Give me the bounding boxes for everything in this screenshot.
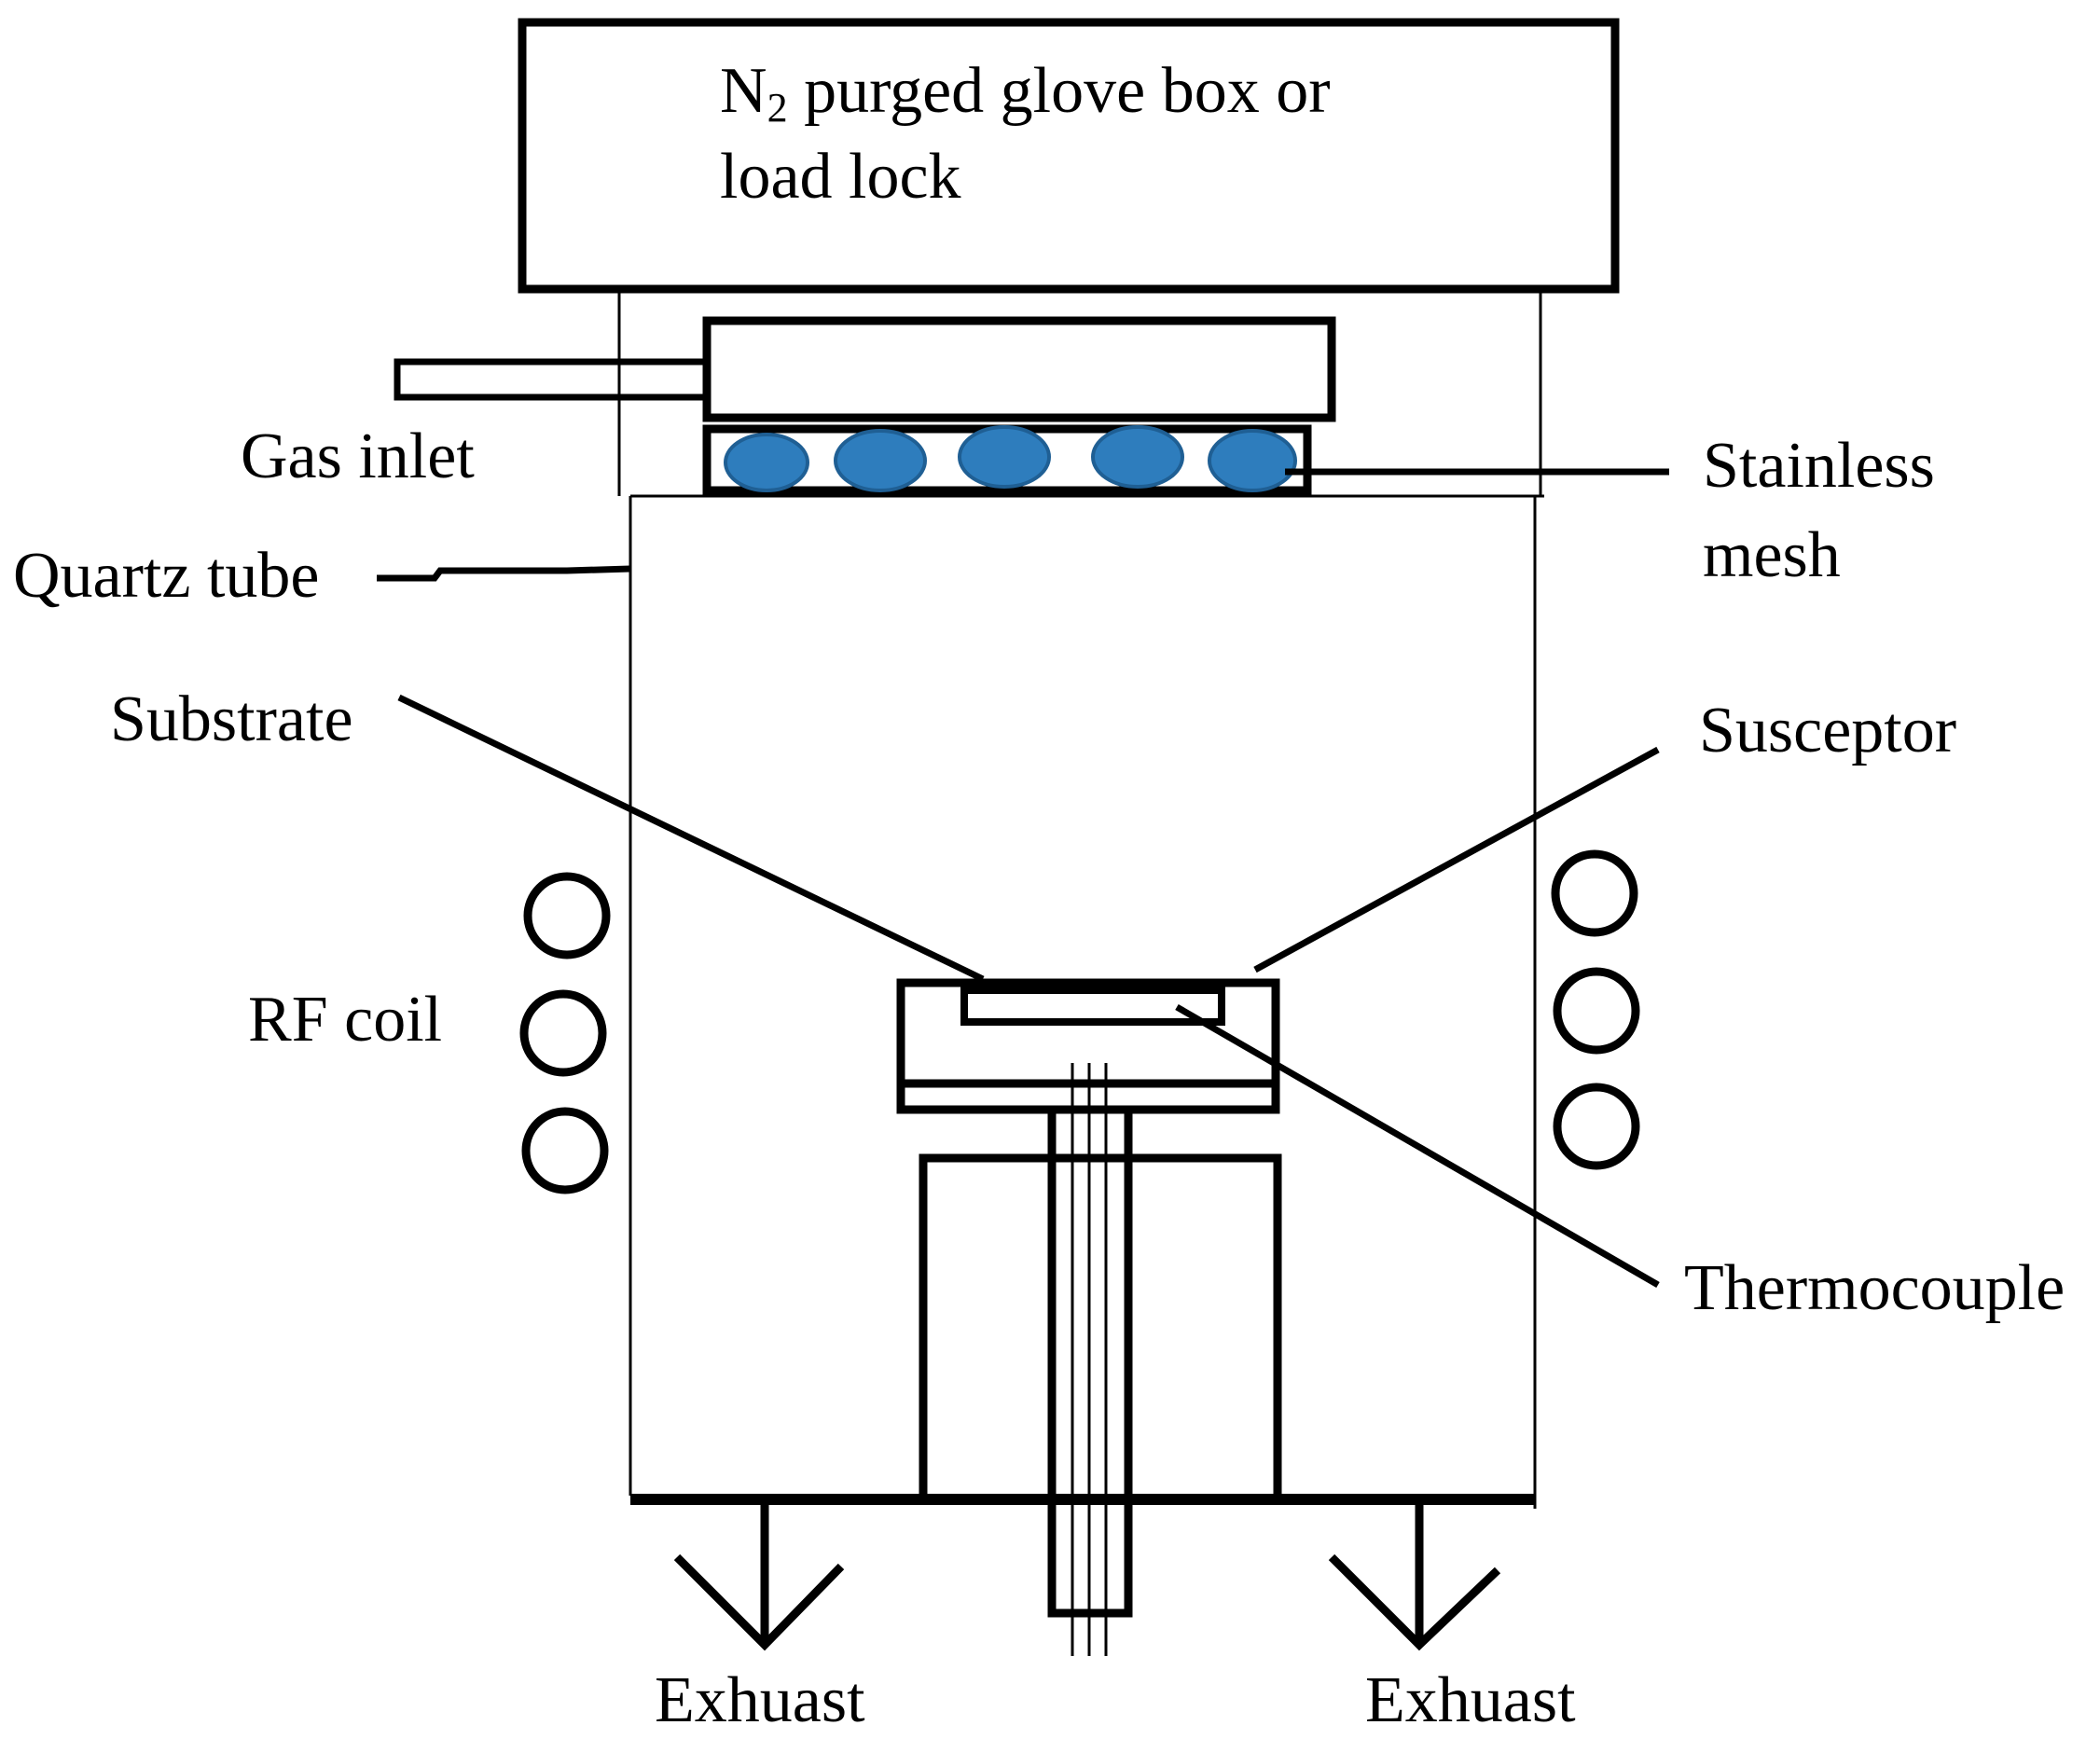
glove-box-subscript: 2 [767, 85, 788, 131]
substrate-label: Substrate [110, 683, 353, 755]
gas-distributor [702, 316, 1336, 422]
quartz-tube-leader [377, 565, 631, 582]
substrate-leader [397, 694, 985, 983]
glove-box [518, 18, 1620, 294]
rf-coil-turn [1553, 967, 1640, 1055]
thermocouple-label: Thermocouple [1684, 1252, 2065, 1324]
glove-box-n: N [720, 55, 767, 127]
rf-coil-turn [523, 872, 611, 959]
pedestal [919, 1153, 1282, 1496]
rf-coil-turn [1553, 1083, 1640, 1170]
exhaust-arrow-left-icon [673, 1553, 845, 1651]
mesh-dot [1091, 425, 1184, 489]
thermocouple-leader [1175, 1003, 1660, 1289]
glove-box-label-line2: load lock [720, 141, 961, 213]
rf-coil-turn [521, 1107, 609, 1194]
exhaust-right-label: Exhuast [1365, 1664, 1576, 1734]
mesh-dot [834, 429, 927, 492]
rf-coil-turn [519, 989, 607, 1077]
mesh-dot [724, 433, 809, 492]
mesh-dot [1208, 429, 1297, 492]
exhaust-arrow-right-icon [1328, 1553, 1501, 1651]
stainless-mesh-label-line1: Stainless [1703, 430, 1935, 502]
susceptor-label: Susceptor [1699, 695, 1956, 766]
gas-inlet-pipe [394, 358, 711, 401]
stainless-mesh-label-line2: mesh [1703, 519, 1841, 591]
rf-coil-label: RF coil [248, 984, 442, 1056]
susceptor-leader [1253, 746, 1660, 973]
glove-box-rest: purged glove box or [788, 55, 1331, 127]
mesh-dot [958, 425, 1051, 489]
glove-box-label-line1: N2 purged glove box or [720, 55, 1331, 131]
substrate [960, 987, 1225, 1026]
rf-coil-turn [1551, 849, 1638, 937]
quartz-tube-label: Quartz tube [13, 540, 319, 612]
gas-inlet-label: Gas inlet [241, 421, 475, 492]
exhaust-left-label: Exhuast [655, 1664, 865, 1734]
